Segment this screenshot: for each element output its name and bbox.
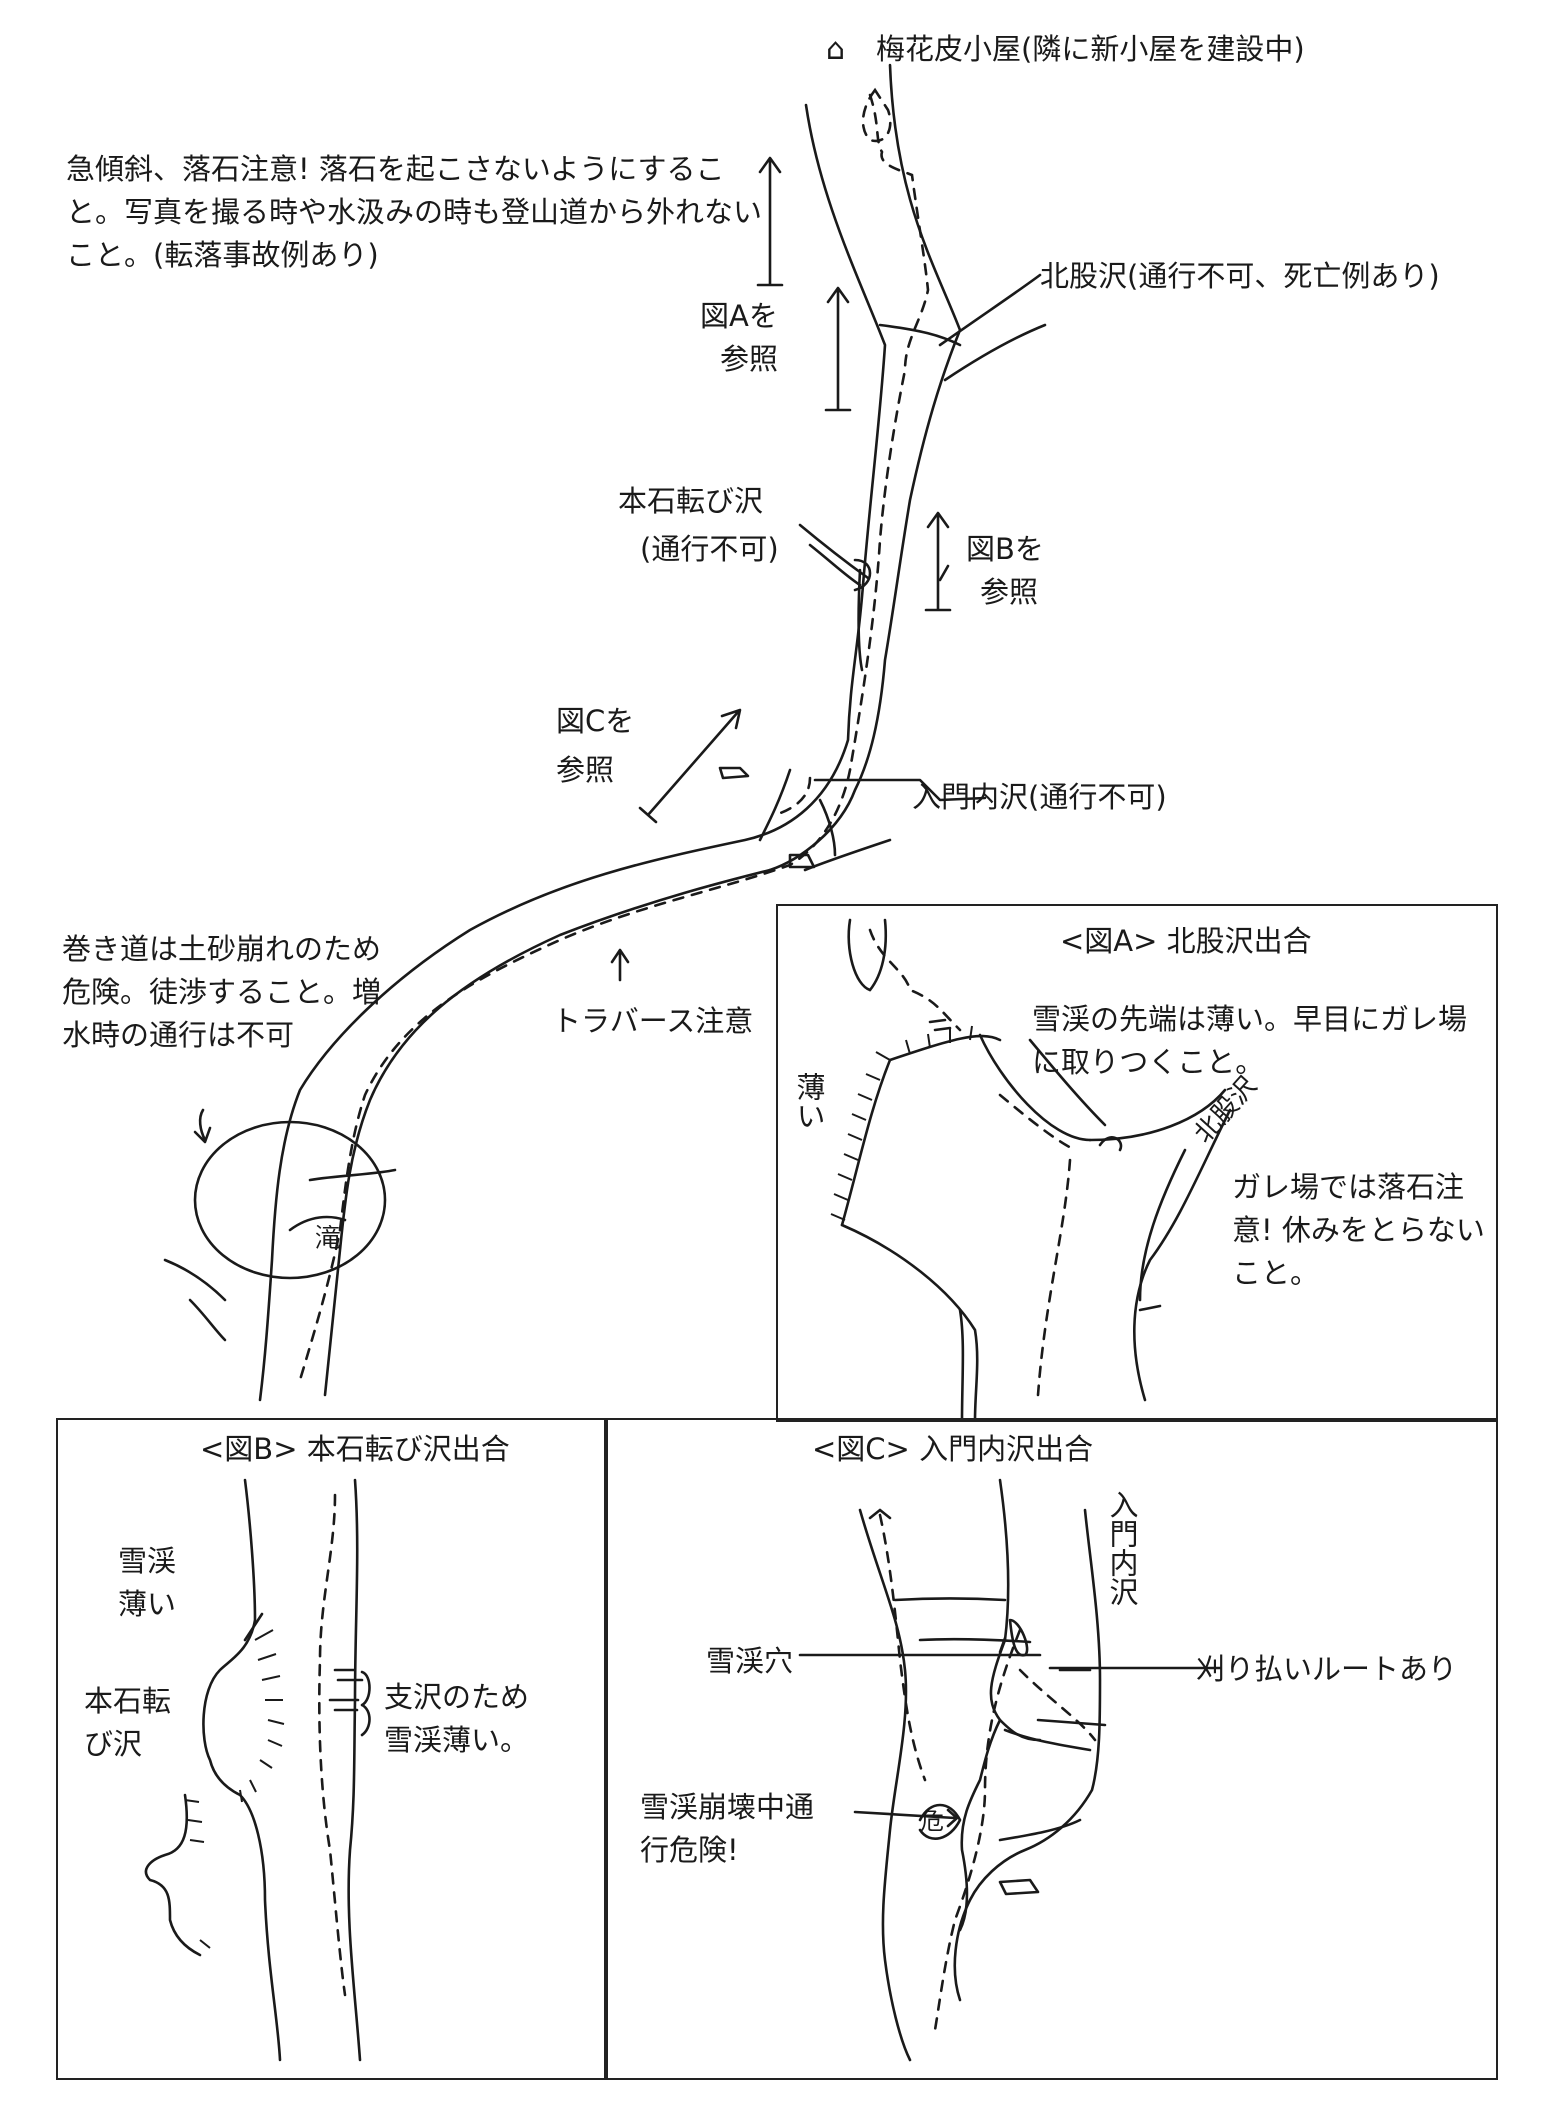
ref-a-label: 図Aを 参照 (700, 295, 778, 381)
ref-c-line2: 参照 (556, 753, 615, 787)
fig-b-title: <図B> 本石転び沢出合 (200, 1432, 510, 1466)
fig-c-panel (604, 1418, 1498, 2080)
ref-c-line1: 図Cを (556, 704, 635, 738)
fig-a-thin-label: 薄い (792, 1072, 826, 1130)
fig-c-snow-hole: 雪渓穴 (706, 1644, 794, 1678)
fig-b-snow-thin: 雪渓薄い (118, 1544, 177, 1621)
fig-b-honishi: 本石転び沢 (84, 1684, 172, 1761)
fig-a-gare-note: ガレ場では落石注意! 休みをとらないこと。 (1232, 1170, 1485, 1290)
fig-b-drawing (144, 1478, 371, 2062)
ref-b-line1: 図Bを (966, 532, 1044, 566)
makimichi-warning: 巻き道は土砂崩れのため危険。徒渉すること。増水時の通行は不可 (62, 932, 382, 1052)
waterfall-label: 滝 (315, 1224, 342, 1254)
hut-label: 梅花皮小屋(隣に新小屋を建設中) (876, 32, 1305, 66)
fig-a-panel (776, 904, 1498, 1422)
fig-c-irimon: 入門内沢 (1105, 1490, 1139, 1606)
fig-c-title: <図C> 入門内沢出合 (812, 1432, 1094, 1466)
irimon-label: 入門内沢(通行不可) (912, 780, 1167, 814)
ref-a-line1: 図Aを (700, 299, 778, 333)
ref-b-line2: 参照 (980, 575, 1039, 609)
fig-c-danger-mark: 危 (920, 1807, 944, 1835)
traverse-label: トラバース注意 (552, 1004, 754, 1038)
main-valley (163, 63, 1047, 1402)
ref-b-label: 図Bを 参照 (966, 528, 1044, 614)
fig-a-snow-note: 雪渓の先端は薄い。早目にガレ場に取りつくこと。 (1032, 1002, 1468, 1079)
fig-b-panel (56, 1418, 608, 2080)
kitamata-label: 北股沢(通行不可、死亡例あり) (1040, 259, 1440, 293)
fig-a-drawing (830, 918, 1232, 1422)
fig-c-collapse: 雪渓崩壊中通行危険! (640, 1790, 815, 1867)
ref-c-label: 図Cを 参照 (556, 700, 634, 792)
pointer-lines (243, 778, 1222, 1828)
fig-b-branch-note: 支沢のため雪渓薄い。 (384, 1680, 530, 1757)
fig-c-drawing (798, 1478, 1107, 2062)
honishi-label: 本石転び沢 (618, 484, 764, 518)
hut-icon: ⌂ (826, 32, 846, 67)
fig-a-title: <図A> 北股沢出合 (1060, 924, 1312, 958)
ref-a-line2: 参照 (720, 342, 779, 376)
steep-warning: 急傾斜、落石注意! 落石を起こさないようにすること。写真を撮る時や水汲みの時も登… (66, 152, 763, 272)
honishi-note: (通行不可) (640, 532, 779, 566)
fig-c-cut-route: 刈り払いルートあり (1196, 1652, 1458, 1686)
